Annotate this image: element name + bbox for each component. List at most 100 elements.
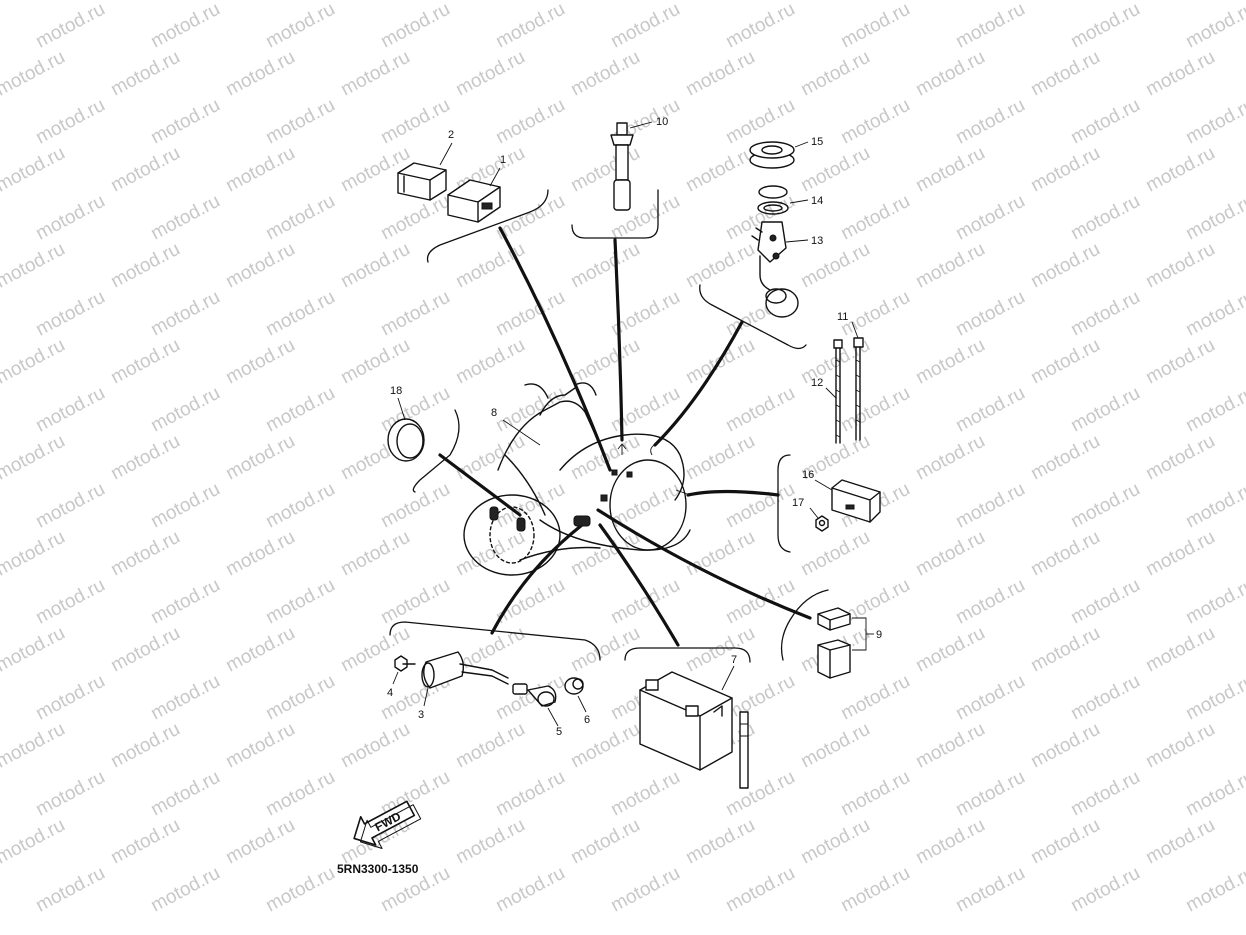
watermark-text: motod.ru bbox=[222, 719, 298, 773]
watermark-text: motod.ru bbox=[107, 0, 183, 4]
watermark-text: motod.ru bbox=[1067, 767, 1143, 821]
watermark-text: motod.ru bbox=[492, 863, 568, 917]
watermark-text: motod.ru bbox=[1182, 671, 1246, 725]
watermark-text: motod.ru bbox=[567, 239, 643, 293]
callout-2: 2 bbox=[448, 129, 454, 141]
watermark-text: motod.ru bbox=[147, 479, 223, 533]
watermark-text: motod.ru bbox=[1182, 767, 1246, 821]
watermark-text: motod.ru bbox=[0, 239, 69, 293]
watermark-text: motod.ru bbox=[1142, 47, 1218, 101]
part-code: 5RN3300-1350 bbox=[337, 862, 419, 876]
watermark-text: motod.ru bbox=[952, 863, 1028, 917]
watermark-text: motod.ru bbox=[0, 527, 69, 581]
watermark-text: motod.ru bbox=[797, 0, 873, 4]
watermark-text: motod.ru bbox=[262, 575, 338, 629]
watermark-text: motod.ru bbox=[452, 815, 528, 869]
callout-5: 5 bbox=[556, 726, 562, 738]
watermark-text: motod.ru bbox=[32, 575, 108, 629]
watermark-text: motod.ru bbox=[722, 671, 798, 725]
watermark-text: motod.ru bbox=[222, 623, 298, 677]
watermark-text: motod.ru bbox=[567, 335, 643, 389]
watermark-text: motod.ru bbox=[377, 479, 453, 533]
watermark-text: motod.ru bbox=[262, 95, 338, 149]
watermark-text: motod.ru bbox=[567, 0, 643, 4]
watermark-text: motod.ru bbox=[837, 191, 913, 245]
watermark-text: motod.ru bbox=[1067, 671, 1143, 725]
watermark-text: motod.ru bbox=[567, 143, 643, 197]
watermark-text: motod.ru bbox=[1182, 191, 1246, 245]
callout-16: 16 bbox=[802, 469, 814, 481]
watermark-text: motod.ru bbox=[722, 383, 798, 437]
watermark-text: motod.ru bbox=[1027, 47, 1103, 101]
watermark-text: motod.ru bbox=[262, 671, 338, 725]
callout-14: 14 bbox=[811, 195, 823, 207]
watermark-text: motod.ru bbox=[912, 431, 988, 485]
watermark-text: motod.ru bbox=[0, 719, 69, 773]
watermark-text: motod.ru bbox=[837, 671, 913, 725]
callout-18: 18 bbox=[390, 385, 402, 397]
watermark-text: motod.ru bbox=[377, 0, 453, 52]
part-9-relay-set: 9 bbox=[817, 607, 882, 679]
watermark-text: motod.ru bbox=[262, 479, 338, 533]
watermark-text: motod.ru bbox=[107, 335, 183, 389]
part-11-12-cable-ties: 11 12 bbox=[811, 311, 864, 444]
watermark-text: motod.ru bbox=[1027, 239, 1103, 293]
watermark-text: motod.ru bbox=[912, 527, 988, 581]
watermark-text: motod.ru bbox=[452, 719, 528, 773]
watermark-text: motod.ru bbox=[912, 719, 988, 773]
watermark-text: motod.ru bbox=[1067, 0, 1143, 52]
callout-6: 6 bbox=[584, 714, 590, 726]
watermark-text: motod.ru bbox=[912, 335, 988, 389]
watermark-text: motod.ru bbox=[912, 143, 988, 197]
watermark-text: motod.ru bbox=[912, 815, 988, 869]
part-10-sensor: 10 bbox=[610, 116, 668, 211]
watermark-text: motod.ru bbox=[337, 0, 413, 4]
watermark-text: motod.ru bbox=[262, 863, 338, 917]
watermark-text: motod.ru bbox=[492, 671, 568, 725]
watermark-text: motod.ru bbox=[837, 95, 913, 149]
watermark-text: motod.ru bbox=[0, 623, 69, 677]
watermark-text: motod.ru bbox=[682, 143, 758, 197]
watermark-text: motod.ru bbox=[222, 0, 298, 4]
watermark-text: motod.ru bbox=[222, 815, 298, 869]
part-3-ignition-coil: 3 bbox=[418, 651, 509, 721]
watermark-text: motod.ru bbox=[262, 191, 338, 245]
part-17-nut: 17 bbox=[792, 497, 829, 532]
watermark-text: motod.ru bbox=[1027, 623, 1103, 677]
watermark-text: motod.ru bbox=[337, 239, 413, 293]
watermark-text: motod.ru bbox=[262, 287, 338, 341]
watermark-text: motod.ru bbox=[1182, 383, 1246, 437]
watermark-text: motod.ru bbox=[377, 95, 453, 149]
watermark-text: motod.ru bbox=[1142, 431, 1218, 485]
watermark-text: motod.ru bbox=[1027, 527, 1103, 581]
part-8-harness: 8 bbox=[491, 407, 541, 446]
watermark-text: motod.ru bbox=[797, 815, 873, 869]
part-6-cap: 6 bbox=[564, 677, 590, 726]
watermark-text: motod.ru bbox=[797, 239, 873, 293]
watermark-text: motod.ru bbox=[1067, 575, 1143, 629]
watermark-text: motod.ru bbox=[682, 815, 758, 869]
watermark-text: motod.ru bbox=[682, 0, 758, 4]
wire-routes bbox=[438, 226, 812, 647]
watermark-text: motod.ru bbox=[337, 335, 413, 389]
watermark-text: motod.ru bbox=[682, 239, 758, 293]
watermark-text: motod.ru bbox=[107, 623, 183, 677]
watermark-text: motod.ru bbox=[797, 47, 873, 101]
watermark-text: motod.ru bbox=[452, 47, 528, 101]
callout-4: 4 bbox=[387, 687, 393, 699]
watermark-text: motod.ru bbox=[1142, 0, 1218, 4]
watermark-text: motod.ru bbox=[1027, 0, 1103, 4]
callout-7: 7 bbox=[731, 654, 737, 666]
watermark-text: motod.ru bbox=[607, 767, 683, 821]
part-15-grommet: 15 bbox=[749, 136, 823, 169]
part-13-fuel-sender: 13 bbox=[751, 221, 823, 318]
callout-17: 17 bbox=[792, 497, 804, 509]
watermark-text: motod.ru bbox=[607, 0, 683, 52]
watermark-text: motod.ru bbox=[147, 191, 223, 245]
watermark-text: motod.ru bbox=[607, 863, 683, 917]
watermark-text: motod.ru bbox=[567, 47, 643, 101]
watermark-text: motod.ru bbox=[0, 143, 69, 197]
watermark-text: motod.ru bbox=[107, 527, 183, 581]
watermark-text: motod.ru bbox=[1142, 335, 1218, 389]
part-14-oring: 14 bbox=[757, 185, 823, 215]
